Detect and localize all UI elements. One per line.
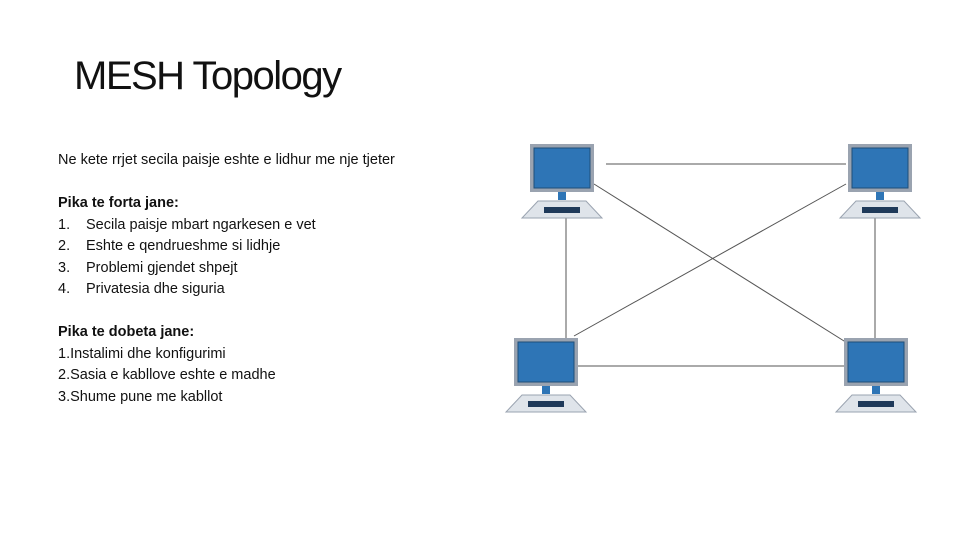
- list-item: 1.Instalimi dhe konfigurimi: [58, 345, 226, 362]
- weaknesses-list: 1.Instalimi dhe konfigurimi 2.Sasia e ka…: [58, 344, 478, 409]
- list-text: Problemi gjendet shpejt: [86, 259, 238, 276]
- list-text: Secila paisje mbart ngarkesen e vet: [86, 216, 316, 233]
- mesh-link: [593, 183, 853, 347]
- weaknesses-heading: Pika te dobeta jane:: [58, 324, 195, 340]
- strengths-list: 1. Secila paisje mbart ngarkesen e vet 2…: [58, 215, 478, 301]
- computer-top-right-icon: [839, 143, 921, 219]
- mesh-link: [573, 183, 847, 337]
- list-number: 1.: [58, 216, 71, 233]
- list-item: 2. Eshte e qendrueshme si lidhje: [58, 236, 478, 258]
- list-item: 4. Privatesia dhe siguria: [58, 279, 478, 301]
- list-number: 3.: [58, 259, 71, 276]
- list-text: Privatesia dhe siguria: [86, 281, 225, 297]
- nodes-layer: [505, 143, 921, 413]
- strengths-heading: Pika te forta jane:: [58, 195, 179, 211]
- list-item: 1. Secila paisje mbart ngarkesen e vet: [58, 215, 478, 237]
- computer-bottom-left-icon: [505, 337, 587, 413]
- list-number: 2.: [58, 238, 71, 254]
- computer-top-left-icon: [521, 143, 603, 219]
- text-block: Ne kete rrjet secila paisje eshte e lidh…: [58, 150, 478, 408]
- list-number: 4.: [58, 281, 71, 297]
- list-item: 3.Shume pune me kabllot: [58, 388, 223, 405]
- computer-bottom-right-icon: [835, 337, 917, 413]
- list-item: 2.Sasia e kabllove eshte e madhe: [58, 367, 276, 383]
- list-item: 3. Problemi gjendet shpejt: [58, 258, 478, 280]
- list-text: Eshte e qendrueshme si lidhje: [86, 238, 281, 254]
- intro-text: Ne kete rrjet secila paisje eshte e lidh…: [58, 152, 395, 168]
- slide-title: MESH Topology: [74, 54, 342, 98]
- links-layer: [565, 163, 876, 367]
- mesh-topology-diagram: [505, 143, 921, 413]
